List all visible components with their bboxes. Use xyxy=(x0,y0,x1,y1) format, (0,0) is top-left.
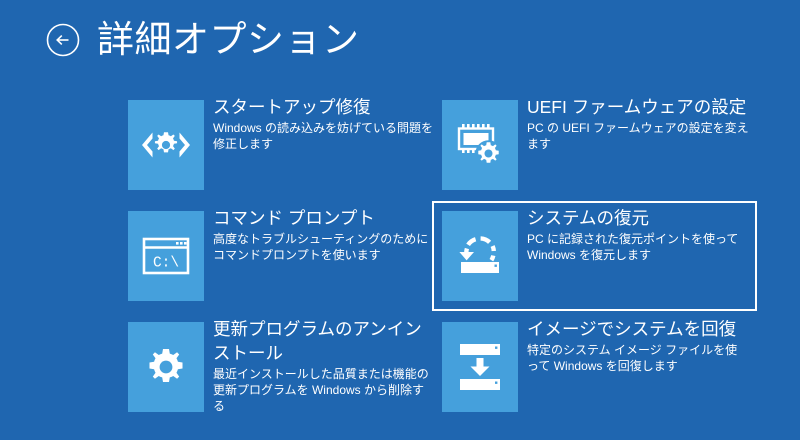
option-title: システムの復元 xyxy=(527,208,649,228)
option-description: 特定のシステム イメージ ファイルを使って Windows を回復します xyxy=(527,343,738,373)
options-grid: スタートアップ修復 Windows の読み込みを妨げている問題を修正します xyxy=(0,86,800,440)
option-title: イメージでシステムを回復 xyxy=(527,319,737,339)
option-title: コマンド プロンプト xyxy=(213,208,375,228)
option-description: 最近インストールした品質または機能の更新プログラムを Windows から削除す… xyxy=(213,367,429,413)
option-description: Windows の読み込みを妨げている問題を修正します xyxy=(213,121,434,151)
option-tile-system-image-recovery[interactable]: イメージでシステムを回復 特定のシステム イメージ ファイルを使って Windo… xyxy=(432,312,757,422)
uefi-chip-gear-icon xyxy=(442,100,518,190)
command-prompt-icon: C:\ xyxy=(128,211,204,301)
option-tile-uninstall-updates[interactable]: 更新プログラムのアンインストール 最近インストールした品質または機能の更新プログ… xyxy=(118,312,443,422)
page-title: 詳細オプション xyxy=(97,19,360,60)
option-tile-uefi-firmware-settings[interactable]: UEFI ファームウェアの設定 PC の UEFI ファームウェアの設定を変えま… xyxy=(432,90,757,200)
back-button[interactable] xyxy=(46,23,80,57)
option-description: PC に記録された復元ポイントを使って Windows を復元します xyxy=(527,232,739,262)
option-tile-command-prompt[interactable]: C:\ コマンド プロンプト 高度なトラブルシューティングのためにコマンドプロン… xyxy=(118,201,443,311)
option-tile-system-restore[interactable]: システムの復元 PC に記録された復元ポイントを使って Windows を復元し… xyxy=(432,201,757,311)
svg-text:C:\: C:\ xyxy=(153,256,179,272)
option-title: 更新プログラムのアンインストール xyxy=(213,319,422,363)
gear-icon xyxy=(128,322,204,412)
option-description: 高度なトラブルシューティングのためにコマンドプロンプトを使います xyxy=(213,232,429,262)
system-image-recovery-icon xyxy=(442,322,518,412)
option-description: PC の UEFI ファームウェアの設定を変えます xyxy=(527,121,749,151)
option-tile-startup-repair[interactable]: スタートアップ修復 Windows の読み込みを妨げている問題を修正します xyxy=(118,90,443,200)
option-title: スタートアップ修復 xyxy=(213,97,371,117)
startup-repair-icon xyxy=(128,100,204,190)
header: 詳細オプション xyxy=(0,0,800,86)
back-arrow-icon xyxy=(46,23,80,57)
option-title: UEFI ファームウェアの設定 xyxy=(527,97,747,117)
system-restore-icon xyxy=(442,211,518,301)
